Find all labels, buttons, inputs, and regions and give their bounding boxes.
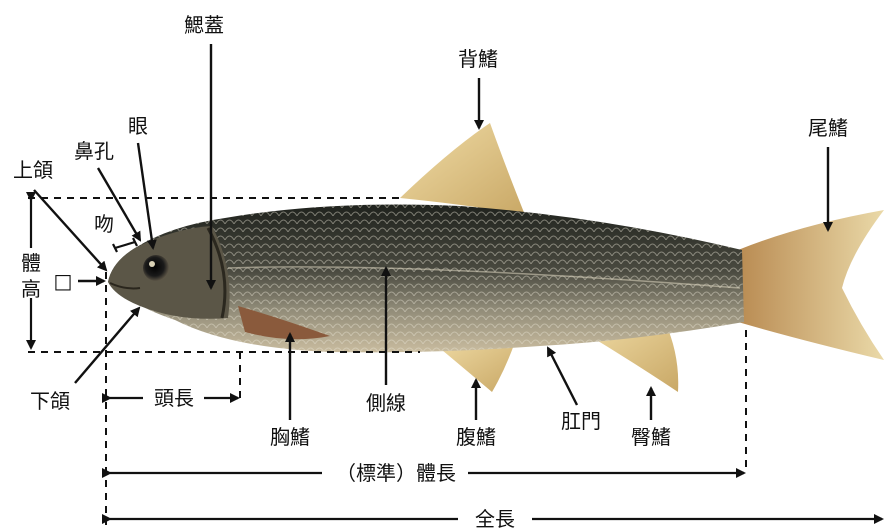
eye-label: 眼 xyxy=(128,114,148,138)
tail-fin-shape xyxy=(738,210,884,360)
lateral-line-label: 側線 xyxy=(366,391,406,415)
nostril-label: 鼻孔 xyxy=(74,139,114,163)
snout-label: 吻 xyxy=(94,212,114,236)
anal-fin-label: 臀鰭 xyxy=(631,425,671,449)
head-length-label: 頭長 xyxy=(154,386,194,410)
anus-label: 肛門 xyxy=(561,409,601,433)
mouth-mark: □ xyxy=(54,269,73,293)
dorsal-fin-shape xyxy=(400,123,525,215)
pectoral-fin-label: 胸鰭 xyxy=(270,425,310,449)
operculum-label: 鰓蓋 xyxy=(184,13,224,37)
lower-jaw-label: 下頜 xyxy=(30,389,70,413)
fish-eye xyxy=(143,255,169,281)
body-depth-label-bottom: 高 xyxy=(21,277,41,301)
dorsal-fin-label: 背鰭 xyxy=(458,47,498,71)
standard-length-label: （標準）體長 xyxy=(336,461,456,485)
upper-jaw-label: 上頜 xyxy=(13,158,53,182)
body-depth-label-top: 體 xyxy=(21,251,41,275)
pelvic-fin-label: 腹鰭 xyxy=(456,425,496,449)
tail-fin-label: 尾鰭 xyxy=(808,116,848,140)
total-length-label: 全長 xyxy=(475,507,515,529)
